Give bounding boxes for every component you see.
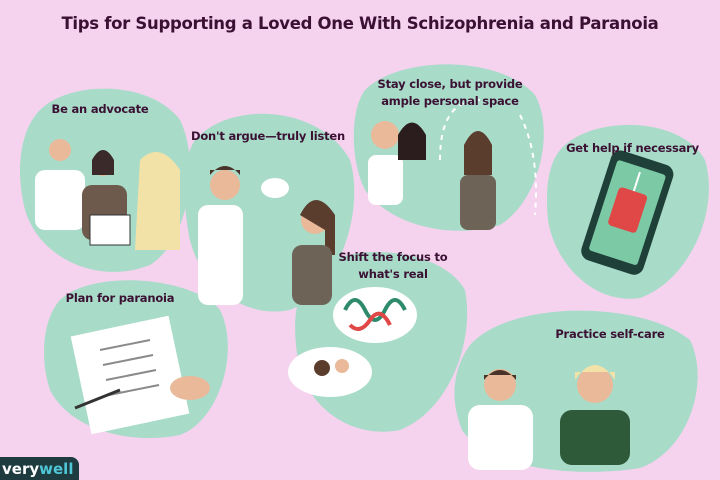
tip-label-listen: Don't argue—truly listen <box>190 129 346 143</box>
tip-label-space: Stay close, but provide ample personal s… <box>377 77 523 108</box>
checklist-paper <box>70 315 210 435</box>
listen-people <box>198 166 335 305</box>
infographic-title: Tips for Supporting a Loved One With Sch… <box>61 14 659 33</box>
tip-label-help: Get help if necessary <box>566 141 699 155</box>
space-people <box>368 99 537 230</box>
tip-label-advocate: Be an advocate <box>51 102 149 116</box>
tip-label-focus: Shift the focus to what's real <box>338 250 448 281</box>
logo-part-very: very <box>2 460 40 478</box>
advocate-people <box>35 139 180 250</box>
verywell-logo: verywell <box>0 457 80 480</box>
selfcare-people <box>468 365 630 470</box>
pen-icon <box>74 388 121 410</box>
tip-label-selfcare: Practice self-care <box>555 327 665 341</box>
phone-icon <box>581 150 674 275</box>
tip-label-plan: Plan for paranoia <box>65 291 175 305</box>
focus-bubbles <box>288 287 417 397</box>
speech-bubble-icon <box>261 178 289 198</box>
logo-part-well: well <box>39 460 74 478</box>
